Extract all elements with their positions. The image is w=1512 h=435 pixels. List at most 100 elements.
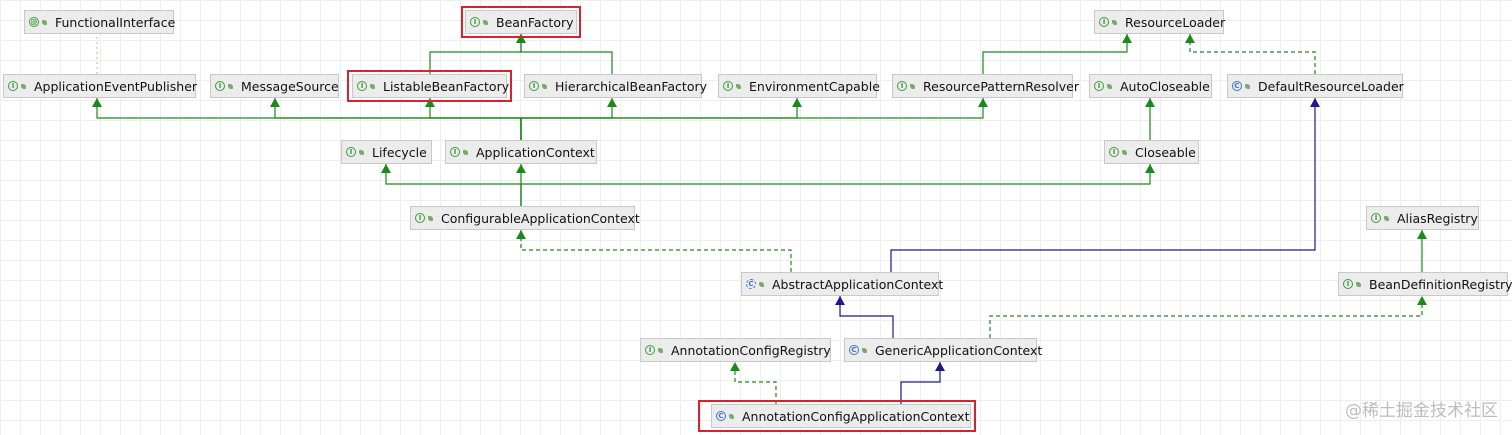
- edge-class-extends: [839, 296, 894, 338]
- edge-implements: [734, 362, 777, 404]
- interface-icon: I: [1094, 81, 1112, 91]
- arrowhead: [607, 98, 617, 107]
- arrowhead: [730, 362, 740, 371]
- edge-extends: [429, 98, 522, 140]
- edge-extends: [982, 34, 1128, 74]
- node-annotation-config-registry[interactable]: I AnnotationConfigRegistry: [640, 338, 831, 362]
- interface-icon: I: [1371, 213, 1389, 223]
- edge-implements: [520, 230, 792, 272]
- node-bean-factory[interactable]: I BeanFactory: [465, 10, 577, 34]
- interface-icon: I: [357, 81, 375, 91]
- node-label: Closeable: [1135, 144, 1196, 160]
- class-icon: C: [1232, 81, 1250, 91]
- interface-icon: I: [346, 147, 364, 157]
- highlight-box: [461, 6, 581, 38]
- node-label: HierarchicalBeanFactory: [555, 78, 708, 94]
- watermark: @稀土掘金技术社区: [1345, 401, 1498, 421]
- edge-extends: [520, 98, 798, 140]
- interface-icon: I: [723, 81, 741, 91]
- arrowhead: [1417, 230, 1427, 239]
- arrowhead: [516, 34, 526, 43]
- edge-extends: [385, 164, 522, 206]
- node-label: ListableBeanFactory: [383, 78, 510, 94]
- node-label: ResourceLoader: [1125, 14, 1226, 30]
- node-environment-capable[interactable]: I EnvironmentCapable: [718, 74, 880, 98]
- arrowhead: [792, 98, 802, 107]
- interface-icon: I: [897, 81, 915, 91]
- arrowhead: [516, 230, 526, 239]
- node-message-source[interactable]: I MessageSource: [210, 74, 339, 98]
- edge-extends: [520, 164, 1151, 206]
- interface-icon: I: [470, 17, 488, 27]
- node-label: AnnotationConfigApplicationContext: [742, 408, 970, 424]
- interface-icon: I: [1343, 279, 1361, 289]
- node-label: ResourcePatternResolver: [923, 78, 1079, 94]
- node-abstract-application-context[interactable]: C AbstractApplicationContext: [741, 272, 943, 296]
- node-label: ConfigurableApplicationContext: [441, 210, 640, 226]
- edge-implements: [989, 296, 1423, 338]
- node-label: AliasRegistry: [1397, 210, 1478, 226]
- node-label: BeanDefinitionRegistry: [1369, 276, 1512, 292]
- edge-class-extends: [900, 362, 941, 404]
- interface-icon: I: [1109, 147, 1127, 157]
- arrowhead: [978, 98, 988, 107]
- node-label: AbstractApplicationContext: [772, 276, 944, 292]
- arrowhead: [1122, 34, 1132, 43]
- node-label: BeanFactory: [496, 14, 574, 30]
- arrowhead: [92, 98, 102, 107]
- node-label: EnvironmentCapable: [749, 78, 880, 94]
- arrowhead: [935, 362, 945, 371]
- arrowhead: [1417, 296, 1427, 305]
- node-auto-closeable[interactable]: I AutoCloseable: [1089, 74, 1212, 98]
- interface-icon: I: [415, 213, 433, 223]
- node-label: AnnotationConfigRegistry: [671, 342, 831, 358]
- node-listable-bean-factory[interactable]: I ListableBeanFactory: [352, 74, 510, 98]
- annotation-icon: @: [29, 17, 47, 27]
- highlight-box: [698, 400, 976, 432]
- node-hierarchical-bean-factory[interactable]: I HierarchicalBeanFactory: [524, 74, 707, 98]
- arrowhead: [835, 296, 845, 305]
- node-resource-loader[interactable]: I ResourceLoader: [1094, 10, 1226, 34]
- class-icon: C: [849, 345, 867, 355]
- interface-icon: I: [529, 81, 547, 91]
- abstract-class-icon: C: [746, 279, 764, 289]
- edge-extends: [96, 98, 522, 140]
- node-label: GenericApplicationContext: [875, 342, 1043, 358]
- arrowhead: [1310, 98, 1320, 107]
- arrowhead: [381, 164, 391, 173]
- edge-extends: [274, 98, 522, 140]
- node-alias-registry[interactable]: I AliasRegistry: [1366, 206, 1479, 230]
- node-label: DefaultResourceLoader: [1258, 78, 1404, 94]
- arrowhead: [516, 164, 526, 173]
- edge-extends: [520, 98, 984, 140]
- edge-extends: [429, 34, 522, 74]
- node-label: ApplicationEventPublisher: [34, 78, 198, 94]
- edge-extends: [520, 34, 613, 74]
- node-functional-interface[interactable]: @FunctionalInterface: [24, 10, 175, 34]
- arrowhead: [425, 98, 435, 107]
- node-closeable[interactable]: I Closeable: [1104, 140, 1199, 164]
- node-label: AutoCloseable: [1120, 78, 1210, 94]
- node-configurable-application-context[interactable]: I ConfigurableApplicationContext: [410, 206, 640, 230]
- node-bean-definition-registry[interactable]: I BeanDefinitionRegistry: [1338, 272, 1512, 296]
- edge-extends: [520, 98, 613, 140]
- class-icon: C: [716, 411, 734, 421]
- interface-icon: I: [645, 345, 663, 355]
- arrowhead: [1185, 34, 1195, 43]
- node-label: Lifecycle: [372, 144, 427, 160]
- node-label: MessageSource: [241, 78, 339, 94]
- node-annotation-config-application-context[interactable]: C AnnotationConfigApplicationContext: [711, 404, 971, 428]
- edge-implements: [1189, 34, 1316, 74]
- node-default-resource-loader[interactable]: C DefaultResourceLoader: [1227, 74, 1404, 98]
- node-resource-pattern-resolver[interactable]: I ResourcePatternResolver: [892, 74, 1079, 98]
- interface-icon: I: [215, 81, 233, 91]
- node-lifecycle[interactable]: I Lifecycle: [341, 140, 432, 164]
- interface-icon: I: [1099, 17, 1117, 27]
- highlight-box: [347, 70, 512, 102]
- arrowhead: [1145, 98, 1155, 107]
- interface-icon: I: [450, 147, 468, 157]
- node-generic-application-context[interactable]: C GenericApplicationContext: [844, 338, 1042, 362]
